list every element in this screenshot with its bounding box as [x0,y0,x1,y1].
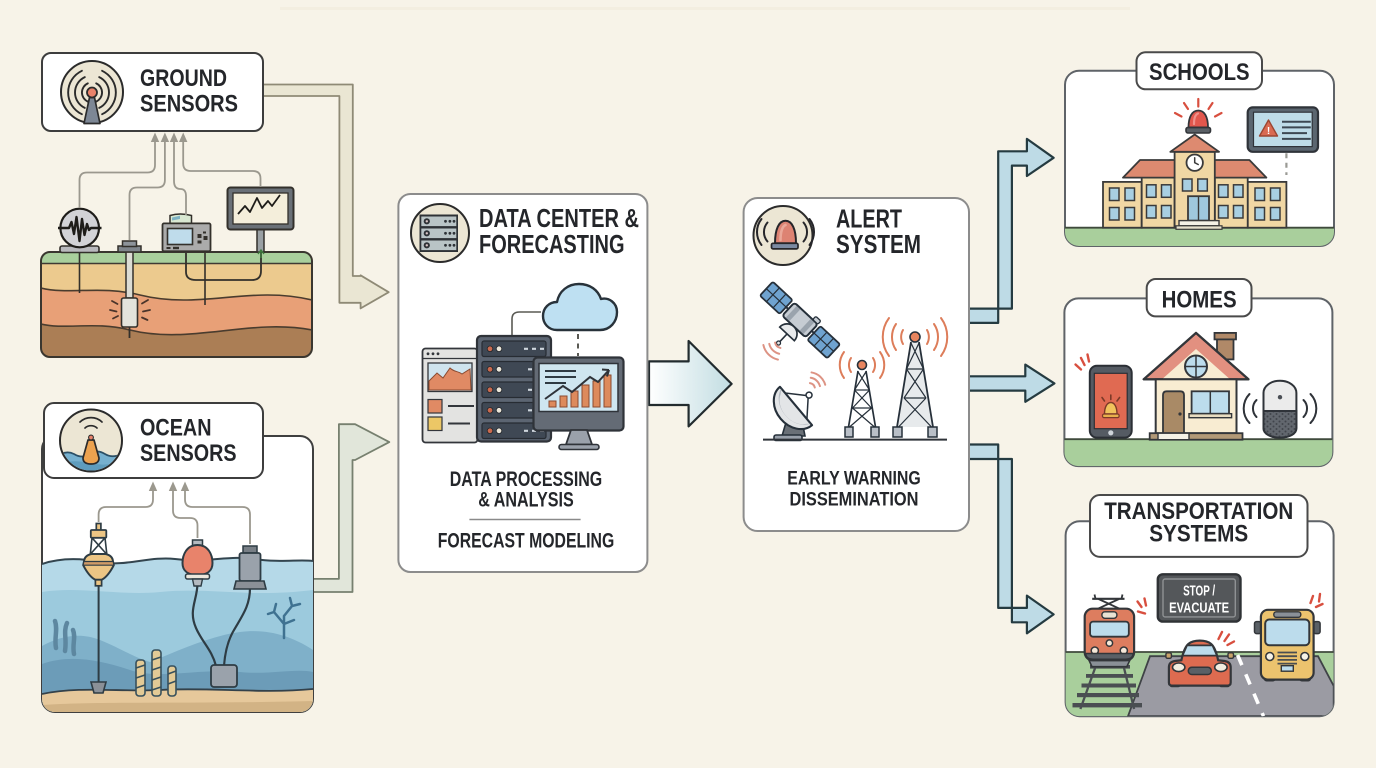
svg-text:TRANSPORTATION: TRANSPORTATION [1104,498,1293,525]
svg-text:GROUND: GROUND [140,65,227,92]
svg-text:HOMES: HOMES [1162,287,1237,314]
svg-text:FORECAST MODELING: FORECAST MODELING [438,530,615,553]
svg-text:SYSTEMS: SYSTEMS [1149,521,1248,548]
svg-text:EARLY WARNING: EARLY WARNING [787,469,921,490]
svg-text:SYSTEM: SYSTEM [836,229,921,259]
svg-text:ALERT: ALERT [836,204,902,234]
svg-text:& ANALYSIS: & ANALYSIS [478,489,574,512]
svg-text:SENSORS: SENSORS [140,91,238,118]
svg-text:SENSORS: SENSORS [140,440,237,467]
svg-text:EVACUATE: EVACUATE [1169,601,1229,617]
svg-text:DATA CENTER &: DATA CENTER & [479,203,639,233]
svg-text:FORECASTING: FORECASTING [479,229,625,259]
svg-text:DISSEMINATION: DISSEMINATION [790,490,919,511]
svg-text:DATA PROCESSING: DATA PROCESSING [450,468,603,491]
svg-text:OCEAN: OCEAN [140,415,212,442]
svg-text:SCHOOLS: SCHOOLS [1149,59,1250,86]
svg-text:!: ! [1267,126,1270,137]
svg-text:STOP /: STOP / [1183,584,1215,600]
